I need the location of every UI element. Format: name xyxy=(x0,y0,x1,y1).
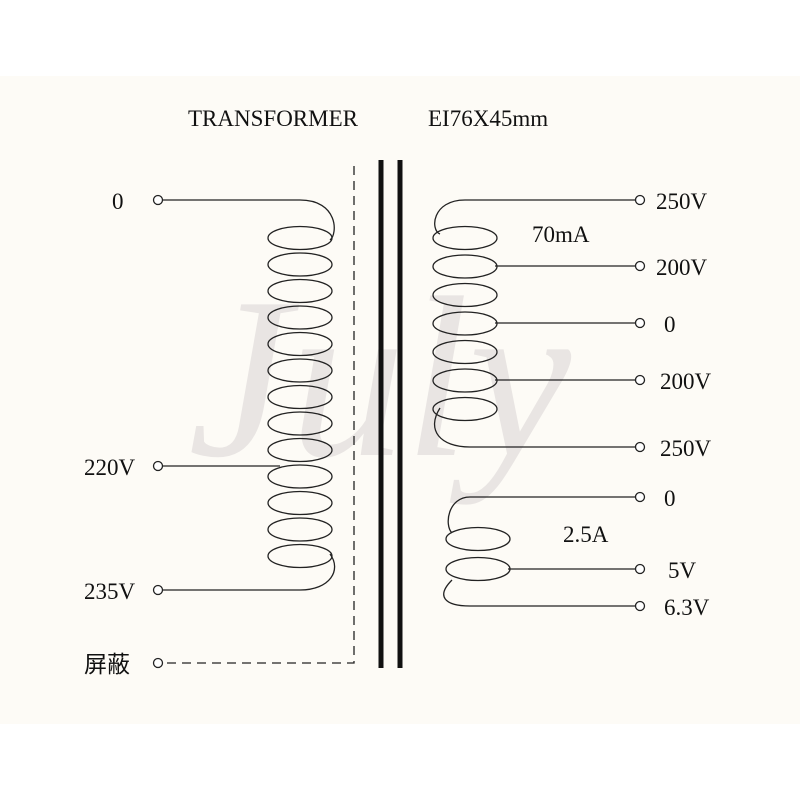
primary-coil-loop xyxy=(267,437,333,463)
hv-coil-loop xyxy=(432,396,498,422)
label-primary-220v: 220V xyxy=(84,455,136,480)
terminal-hv-200v-bottom[interactable] xyxy=(634,374,646,386)
terminal-lv-6-3v[interactable] xyxy=(634,600,646,612)
terminal-lv-0[interactable] xyxy=(634,491,646,503)
label-lv-current: 2.5A xyxy=(563,522,609,547)
lv-lead-bottom xyxy=(443,579,636,607)
terminal-hv-200v-top[interactable] xyxy=(634,260,646,272)
label-lv-0: 0 xyxy=(664,486,676,511)
label-hv-250v-top: 250V xyxy=(656,189,708,214)
terminal-hv-0[interactable] xyxy=(634,317,646,329)
secondary-lv-winding xyxy=(443,496,636,607)
primary-coil-loop xyxy=(267,384,333,410)
lv-coil-loop xyxy=(445,526,511,552)
label-hv-0: 0 xyxy=(664,312,676,337)
hv-coil-loop xyxy=(432,282,498,308)
label-hv-200v-top: 200V xyxy=(656,255,708,280)
terminal-shield[interactable] xyxy=(152,657,164,669)
hv-lead-bottom xyxy=(434,407,636,448)
primary-lead-bottom xyxy=(163,553,336,591)
primary-winding xyxy=(163,199,336,591)
terminal-primary-0[interactable] xyxy=(152,194,164,206)
primary-coil-loop xyxy=(267,490,333,516)
primary-coil-loop xyxy=(267,517,333,542)
terminal-hv-250v-bottom[interactable] xyxy=(634,441,646,453)
secondary-hv-winding xyxy=(432,199,636,448)
primary-coil-loop xyxy=(267,225,333,251)
hv-coil-loop xyxy=(432,225,498,251)
primary-coil-loop xyxy=(267,252,333,277)
label-primary-0: 0 xyxy=(112,189,124,214)
terminal-primary-235v[interactable] xyxy=(152,584,164,596)
title-transformer: TRANSFORMER xyxy=(188,106,359,131)
label-hv-200v-bottom: 200V xyxy=(660,369,712,394)
lv-lead-top xyxy=(447,496,636,534)
shield-dashed-line xyxy=(163,166,355,664)
label-hv-250v-bottom: 250V xyxy=(660,436,712,461)
label-hv-current: 70mA xyxy=(532,222,590,247)
title-core-size: EI76X45mm xyxy=(428,106,548,131)
terminal-primary-220v[interactable] xyxy=(152,460,164,472)
label-primary-235v: 235V xyxy=(84,579,136,604)
terminal-hv-250v-top[interactable] xyxy=(634,194,646,206)
primary-coil-loop xyxy=(267,411,333,436)
label-lv-5v: 5V xyxy=(668,558,697,583)
hv-coil-loop xyxy=(432,339,498,365)
primary-coil-loop xyxy=(267,305,333,330)
label-lv-6-3v: 6.3V xyxy=(664,595,710,620)
primary-coil-loop xyxy=(267,278,333,304)
primary-coil-loop xyxy=(267,358,333,383)
terminal-lv-5v[interactable] xyxy=(634,563,646,575)
label-shield: 屏蔽 xyxy=(84,652,130,677)
primary-coil-loop xyxy=(267,331,333,357)
primary-coil-loop xyxy=(267,464,333,489)
